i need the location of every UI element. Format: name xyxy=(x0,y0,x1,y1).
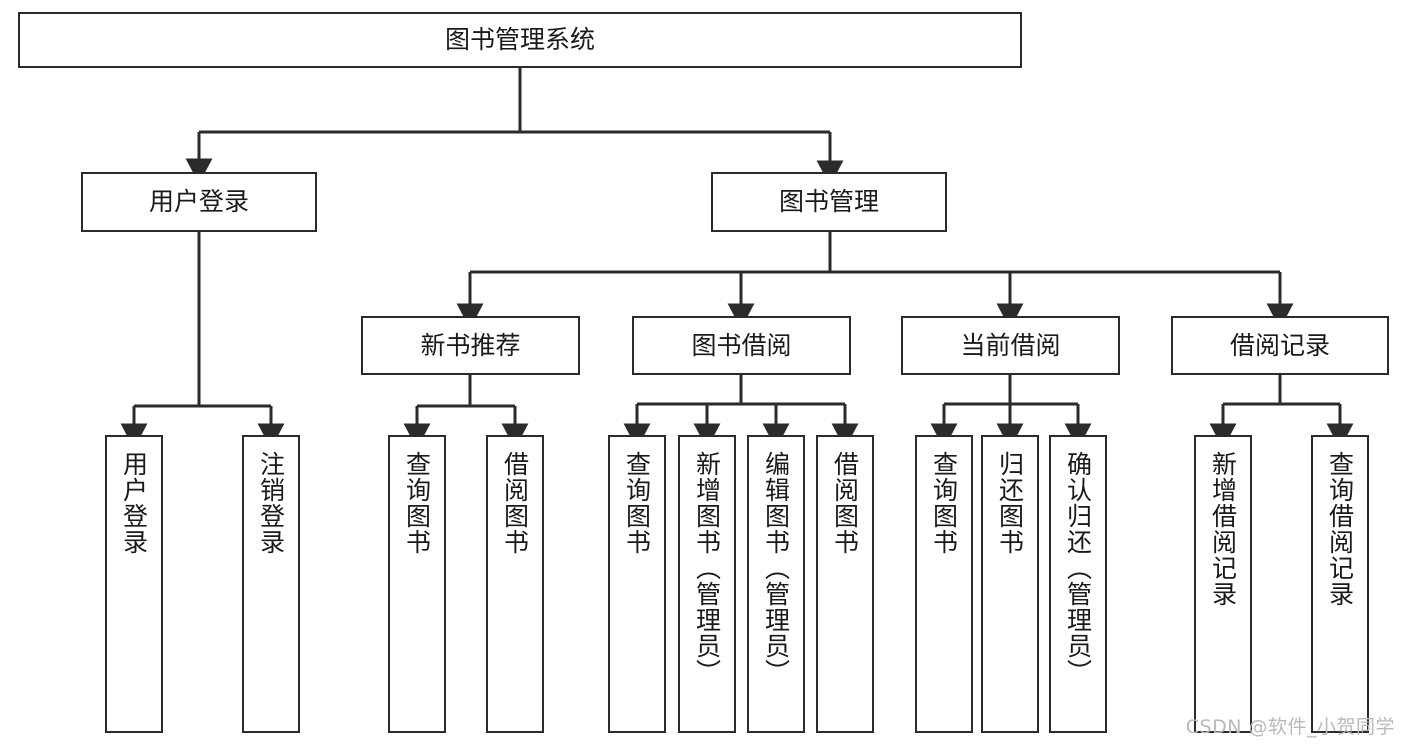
node-borrow-record[interactable]: 借阅记录 xyxy=(1171,316,1389,375)
node-leaf-query-book-1-label: 查询图书 xyxy=(402,451,432,555)
node-new-book-recommend[interactable]: 新书推荐 xyxy=(361,316,580,375)
node-current-borrow[interactable]: 当前借阅 xyxy=(901,316,1120,375)
node-leaf-user-login[interactable]: 用户登录 xyxy=(105,435,163,733)
node-current-borrow-label: 当前借阅 xyxy=(960,330,1061,360)
node-leaf-confirm-return[interactable]: 确认归还（管理员） xyxy=(1049,435,1107,733)
node-leaf-add-record[interactable]: 新增借阅记录 xyxy=(1194,435,1252,733)
node-leaf-borrow-book-1[interactable]: 借阅图书 xyxy=(486,435,544,733)
node-leaf-query-book-2[interactable]: 查询图书 xyxy=(608,435,666,733)
node-leaf-return-book[interactable]: 归还图书 xyxy=(981,435,1039,733)
node-leaf-borrow-book-1-label: 借阅图书 xyxy=(500,451,530,555)
node-leaf-edit-book[interactable]: 编辑图书（管理员） xyxy=(747,435,805,733)
node-leaf-add-book-label: 新增图书（管理员） xyxy=(692,451,722,685)
node-leaf-borrow-book-2-label: 借阅图书 xyxy=(830,451,860,555)
node-leaf-confirm-return-label: 确认归还（管理员） xyxy=(1063,451,1093,685)
node-leaf-user-login-label: 用户登录 xyxy=(119,451,149,555)
node-book-borrow[interactable]: 图书借阅 xyxy=(632,316,851,375)
node-new-book-recommend-label: 新书推荐 xyxy=(420,330,521,360)
node-leaf-query-record-label: 查询借阅记录 xyxy=(1325,451,1355,607)
node-leaf-query-book-1[interactable]: 查询图书 xyxy=(388,435,446,733)
node-book-borrow-label: 图书借阅 xyxy=(691,330,792,360)
node-leaf-user-logout-label: 注销登录 xyxy=(256,451,286,555)
node-leaf-query-book-3[interactable]: 查询图书 xyxy=(915,435,973,733)
node-user-login-label: 用户登录 xyxy=(148,187,249,217)
node-leaf-add-book[interactable]: 新增图书（管理员） xyxy=(678,435,736,733)
node-leaf-add-record-label: 新增借阅记录 xyxy=(1208,451,1238,607)
node-leaf-borrow-book-2[interactable]: 借阅图书 xyxy=(816,435,874,733)
node-leaf-edit-book-label: 编辑图书（管理员） xyxy=(761,451,791,685)
node-book-manage-label: 图书管理 xyxy=(778,187,879,217)
node-root-label: 图书管理系统 xyxy=(444,25,595,55)
node-user-login[interactable]: 用户登录 xyxy=(81,172,317,232)
node-book-manage[interactable]: 图书管理 xyxy=(711,172,947,232)
node-leaf-user-logout[interactable]: 注销登录 xyxy=(242,435,300,733)
node-leaf-query-book-3-label: 查询图书 xyxy=(929,451,959,555)
node-root[interactable]: 图书管理系统 xyxy=(18,12,1022,68)
node-leaf-query-record[interactable]: 查询借阅记录 xyxy=(1311,435,1369,733)
node-borrow-record-label: 借阅记录 xyxy=(1229,330,1330,360)
node-leaf-return-book-label: 归还图书 xyxy=(995,451,1025,555)
node-leaf-query-book-2-label: 查询图书 xyxy=(622,451,652,555)
